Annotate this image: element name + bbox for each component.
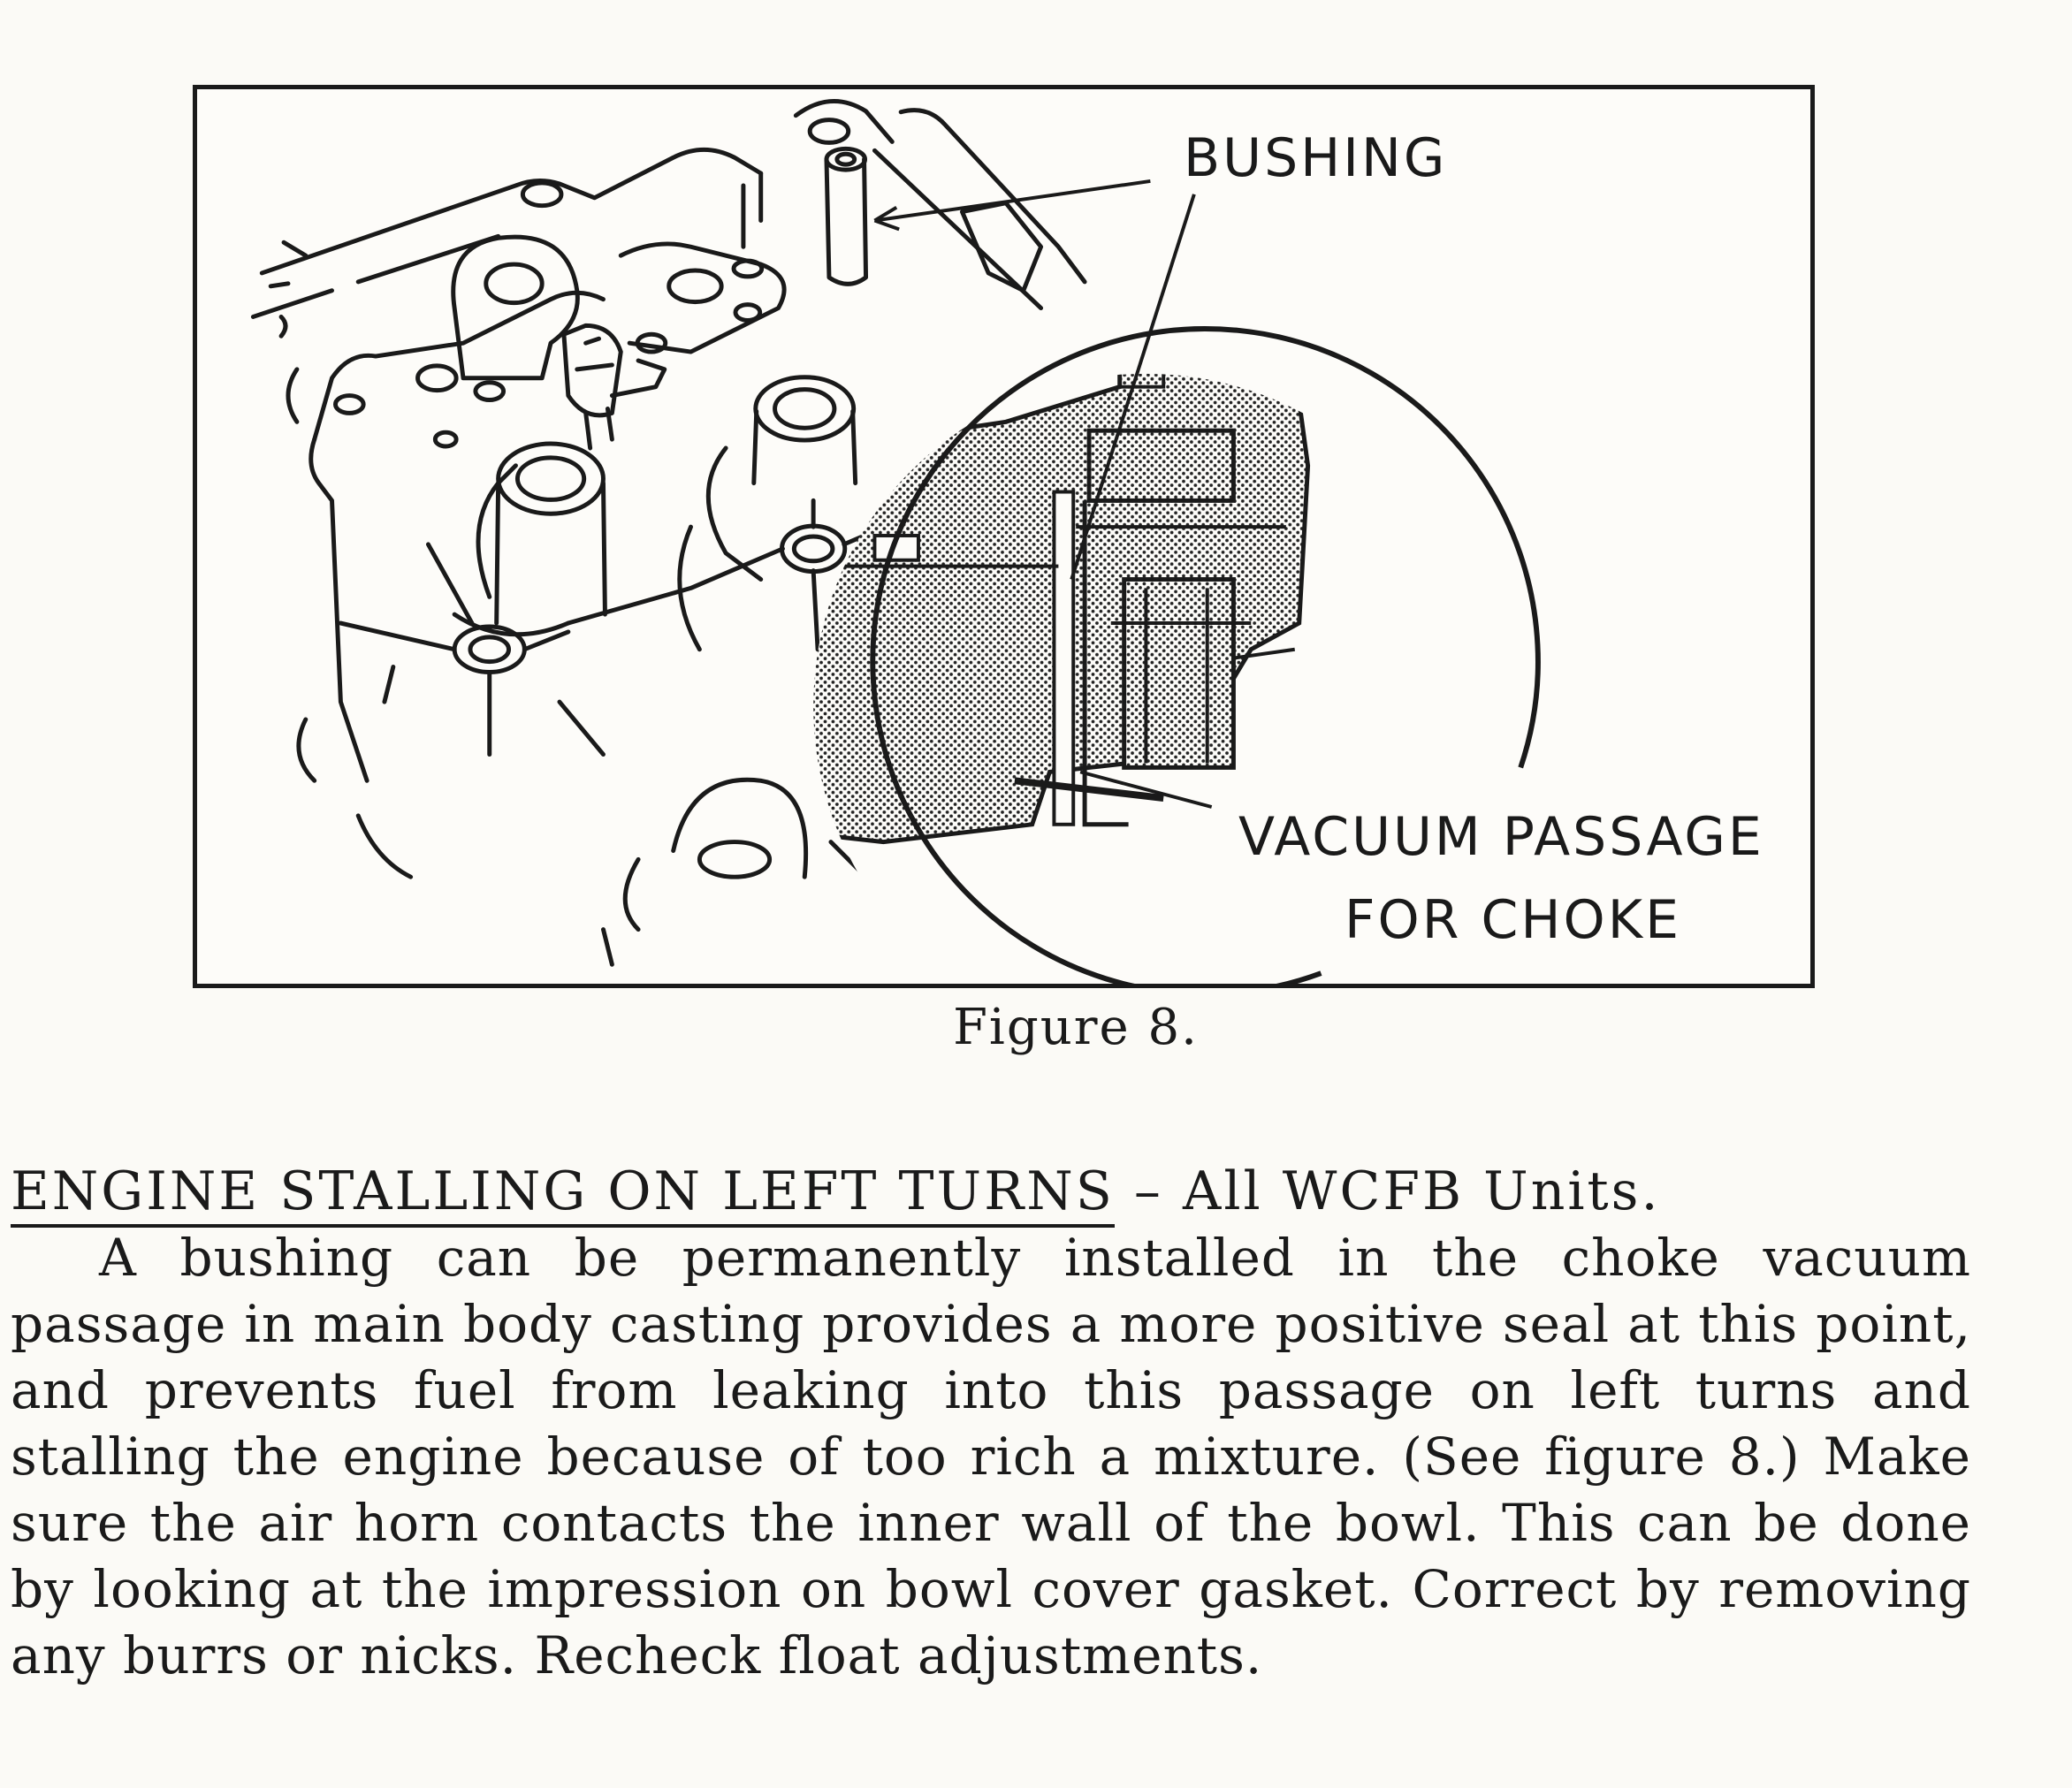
vacuum-passage-label-line2: FOR CHOKE bbox=[1345, 889, 1681, 951]
section-heading-title: ENGINE STALLING ON LEFT TURNS bbox=[11, 1160, 1115, 1228]
leader-lines bbox=[873, 179, 1213, 809]
bushing-leader-to-inset bbox=[1070, 194, 1196, 581]
body-paragraph: A bushing can be permanently installed i… bbox=[11, 1228, 1971, 1685]
bushing-label: BUSHING bbox=[1184, 127, 1448, 189]
article: ENGINE STALLING ON LEFT TURNS – All WCFB… bbox=[11, 1158, 1971, 1689]
carburetor-illustration bbox=[250, 99, 1541, 984]
vacuum-passage-label-line1: VACUUM PASSAGE bbox=[1238, 806, 1764, 868]
figure-8-frame: BUSHING VACUUM PASSAGE FOR CHOKE bbox=[193, 85, 1815, 988]
vacuum-passage-leader bbox=[1079, 770, 1213, 809]
bushing-leader-to-post bbox=[874, 179, 1151, 223]
section-heading-suffix: – All WCFB Units. bbox=[1114, 1160, 1661, 1222]
carburetor-body-drawing bbox=[250, 99, 1087, 967]
magnified-inset bbox=[813, 326, 1541, 984]
figure-caption: Figure 8. bbox=[953, 999, 1199, 1056]
section-heading: ENGINE STALLING ON LEFT TURNS – All WCFB… bbox=[11, 1158, 1971, 1228]
magnifier-circle bbox=[870, 326, 1541, 984]
